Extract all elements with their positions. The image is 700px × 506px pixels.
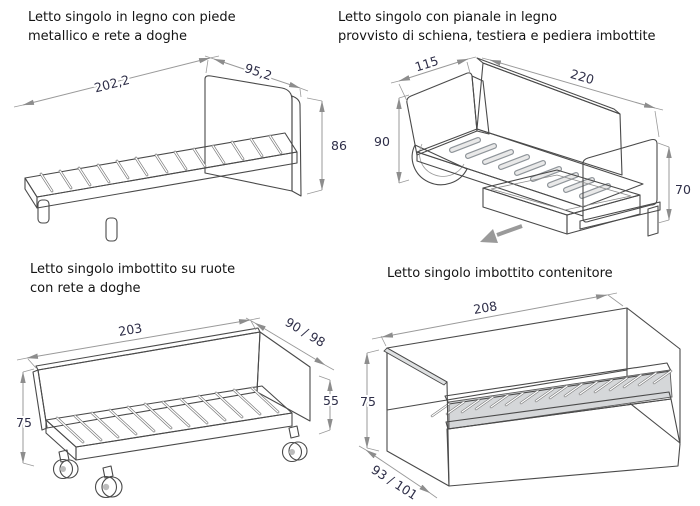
dimension-height-back: 75 [14, 368, 35, 467]
dimension-length: 202,2 [13, 55, 220, 108]
panel3-title: Letto singolo imbottito su ruote con ret… [30, 260, 235, 298]
slatted-base [45, 385, 293, 461]
dim-label-width: 115 [413, 53, 440, 74]
panel4-title-line1: Letto singolo imbottito contenitore [387, 266, 613, 281]
diagram-bed-upholstered-storage: 208 75 93 / 101 [358, 292, 681, 505]
casters [52, 425, 308, 499]
metal-feet [37, 199, 118, 242]
panel1-title-line1: Letto singolo in legno con piede [28, 10, 236, 25]
panel2-title-line1: Letto singolo con pianale in legno [338, 10, 558, 25]
panel2-title: Letto singolo con pianale in legno provv… [338, 8, 656, 46]
panel1-title-line2: metallico e rete a doghe [28, 29, 188, 44]
dim-label-height-front: 70 [675, 182, 691, 197]
dimension-height-front: 70 [657, 142, 693, 224]
slatted-base [24, 132, 298, 209]
panel3-title-line2: con rete a doghe [30, 281, 141, 296]
pull-out-arrow-icon [480, 224, 523, 243]
dimension-height-front: 55 [318, 375, 341, 435]
dim-label-width: 95,2 [243, 60, 274, 83]
left-end-panel [383, 347, 450, 487]
dimension-width: 93 / 101 [358, 445, 438, 505]
dimension-width: 115 [390, 51, 477, 102]
dim-label-height-back: 90 [374, 134, 390, 149]
dimension-height-back: 90 [372, 94, 410, 184]
diagram-bed-upholstered-wheels: 203 90 / 98 75 55 [14, 312, 341, 499]
dimension-width: 95,2 [204, 55, 309, 98]
dim-label-height: 86 [331, 138, 347, 153]
diagram-bed-wood-panel-upholstered: 115 220 90 70 [372, 51, 693, 243]
dim-label-length: 202,2 [93, 72, 131, 95]
dim-label-height-front: 55 [323, 393, 339, 408]
dimension-length: 203 [16, 317, 261, 369]
panel4-title: Letto singolo imbottito contenitore [387, 264, 613, 283]
dim-label-height: 75 [360, 394, 376, 409]
diagram-bed-wood-metal-feet: 202,2 95,2 86 [13, 55, 349, 242]
dimension-height: 86 [306, 97, 349, 195]
dim-label-height-back: 75 [16, 415, 32, 430]
dim-label-width: 93 / 101 [369, 462, 421, 503]
dim-label-length: 208 [472, 298, 498, 317]
side-panel [256, 331, 311, 422]
dim-label-length: 203 [117, 320, 143, 339]
storage-drawer [482, 169, 641, 235]
back-panel [32, 327, 261, 431]
panel1-title: Letto singolo in legno con piede metalli… [28, 8, 236, 46]
dim-label-width: 90 / 98 [283, 314, 328, 350]
dimension-length: 208 [371, 292, 624, 347]
panel3-title-line1: Letto singolo imbottito su ruote [30, 262, 236, 277]
footboard-panel [582, 138, 658, 223]
dimension-height: 75 [358, 349, 380, 452]
panel2-title-line2: provvisto di schiena, testiera e pediera… [338, 29, 656, 44]
base-frame [579, 201, 661, 237]
